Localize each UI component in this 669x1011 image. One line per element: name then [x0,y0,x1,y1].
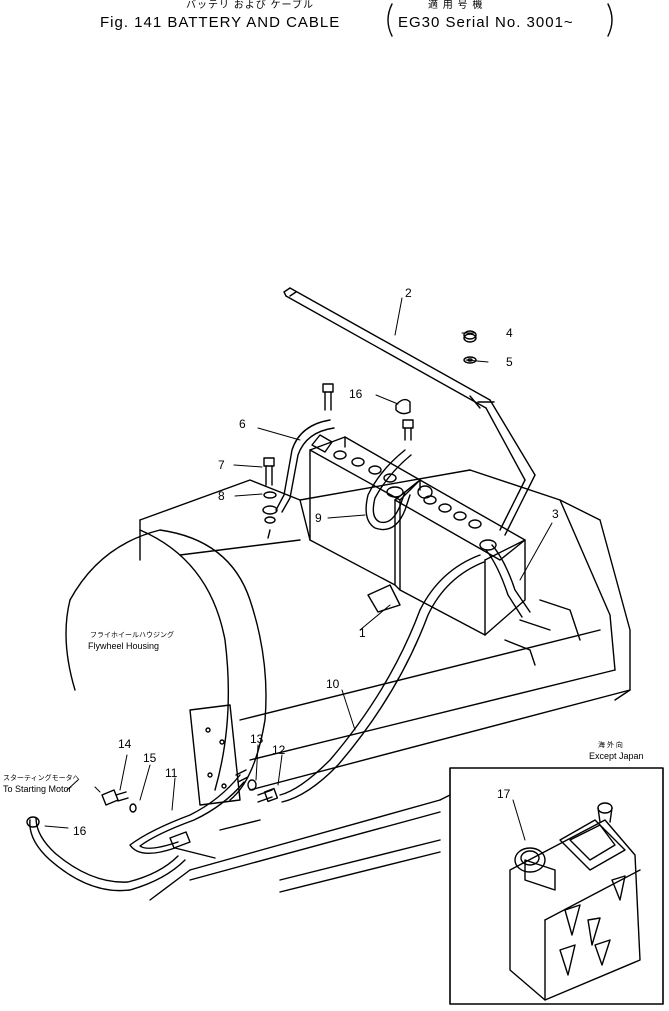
callout-16-top: 16 [349,387,363,401]
battery-right [394,479,526,636]
callout-8: 8 [218,489,225,503]
starting-motor-label: To Starting Motor [3,784,72,794]
callout-16-bottom: 16 [73,824,87,838]
serial-japanese: 適 用 号 機 [428,0,484,11]
flywheel-housing [65,529,267,806]
callout-9: 9 [315,511,322,525]
right-bracket [607,3,613,37]
callout-14: 14 [118,737,132,751]
figure-title: Fig. 141 BATTERY AND CABLE [100,14,341,31]
callout-11: 11 [165,766,178,780]
cable-16 [26,816,186,892]
starting-motor-label-japanese: スターティングモータへ [3,775,80,782]
callout-3: 3 [552,507,559,521]
callout-6: 6 [239,417,246,431]
except-japan-label: Except Japan [589,751,644,761]
cable-3 [479,539,531,618]
frame-rails [139,469,631,901]
callout-5: 5 [506,355,513,369]
nut-washer [463,330,477,364]
except-japan-label-japanese: 海 外 向 [598,742,623,749]
bolt-14 [101,789,137,813]
cable-11 [129,774,245,859]
battery-strap [283,287,536,536]
bolts-left [262,457,278,539]
callout-1: 1 [359,626,366,640]
callout-12: 12 [272,743,286,757]
leader-lines [44,297,553,841]
battery-pad [367,584,401,613]
callout-2: 2 [405,286,412,300]
callout-15: 15 [143,751,157,765]
flywheel-label-japanese: フライホイールハウジング [90,632,174,639]
callout-13: 13 [250,732,264,746]
callout-10: 10 [326,677,340,691]
jerry-can [509,802,641,1001]
left-bracket [387,3,393,37]
cable-6 [275,419,335,513]
battery-left [309,436,421,586]
flywheel-label: Flywheel Housing [88,641,160,651]
battery-top-bolts [322,383,414,441]
bolts-12-13 [235,769,279,803]
cable-10 [279,554,485,803]
callout-4: 4 [506,326,513,340]
inset-frame [449,767,664,1005]
cable-9 [365,449,433,531]
serial-range: EG30 Serial No. 3001~ [398,14,574,31]
callout-17: 17 [497,787,511,801]
callout-7: 7 [218,458,225,472]
title-japanese: バッテリ および ケーブル [186,0,314,11]
